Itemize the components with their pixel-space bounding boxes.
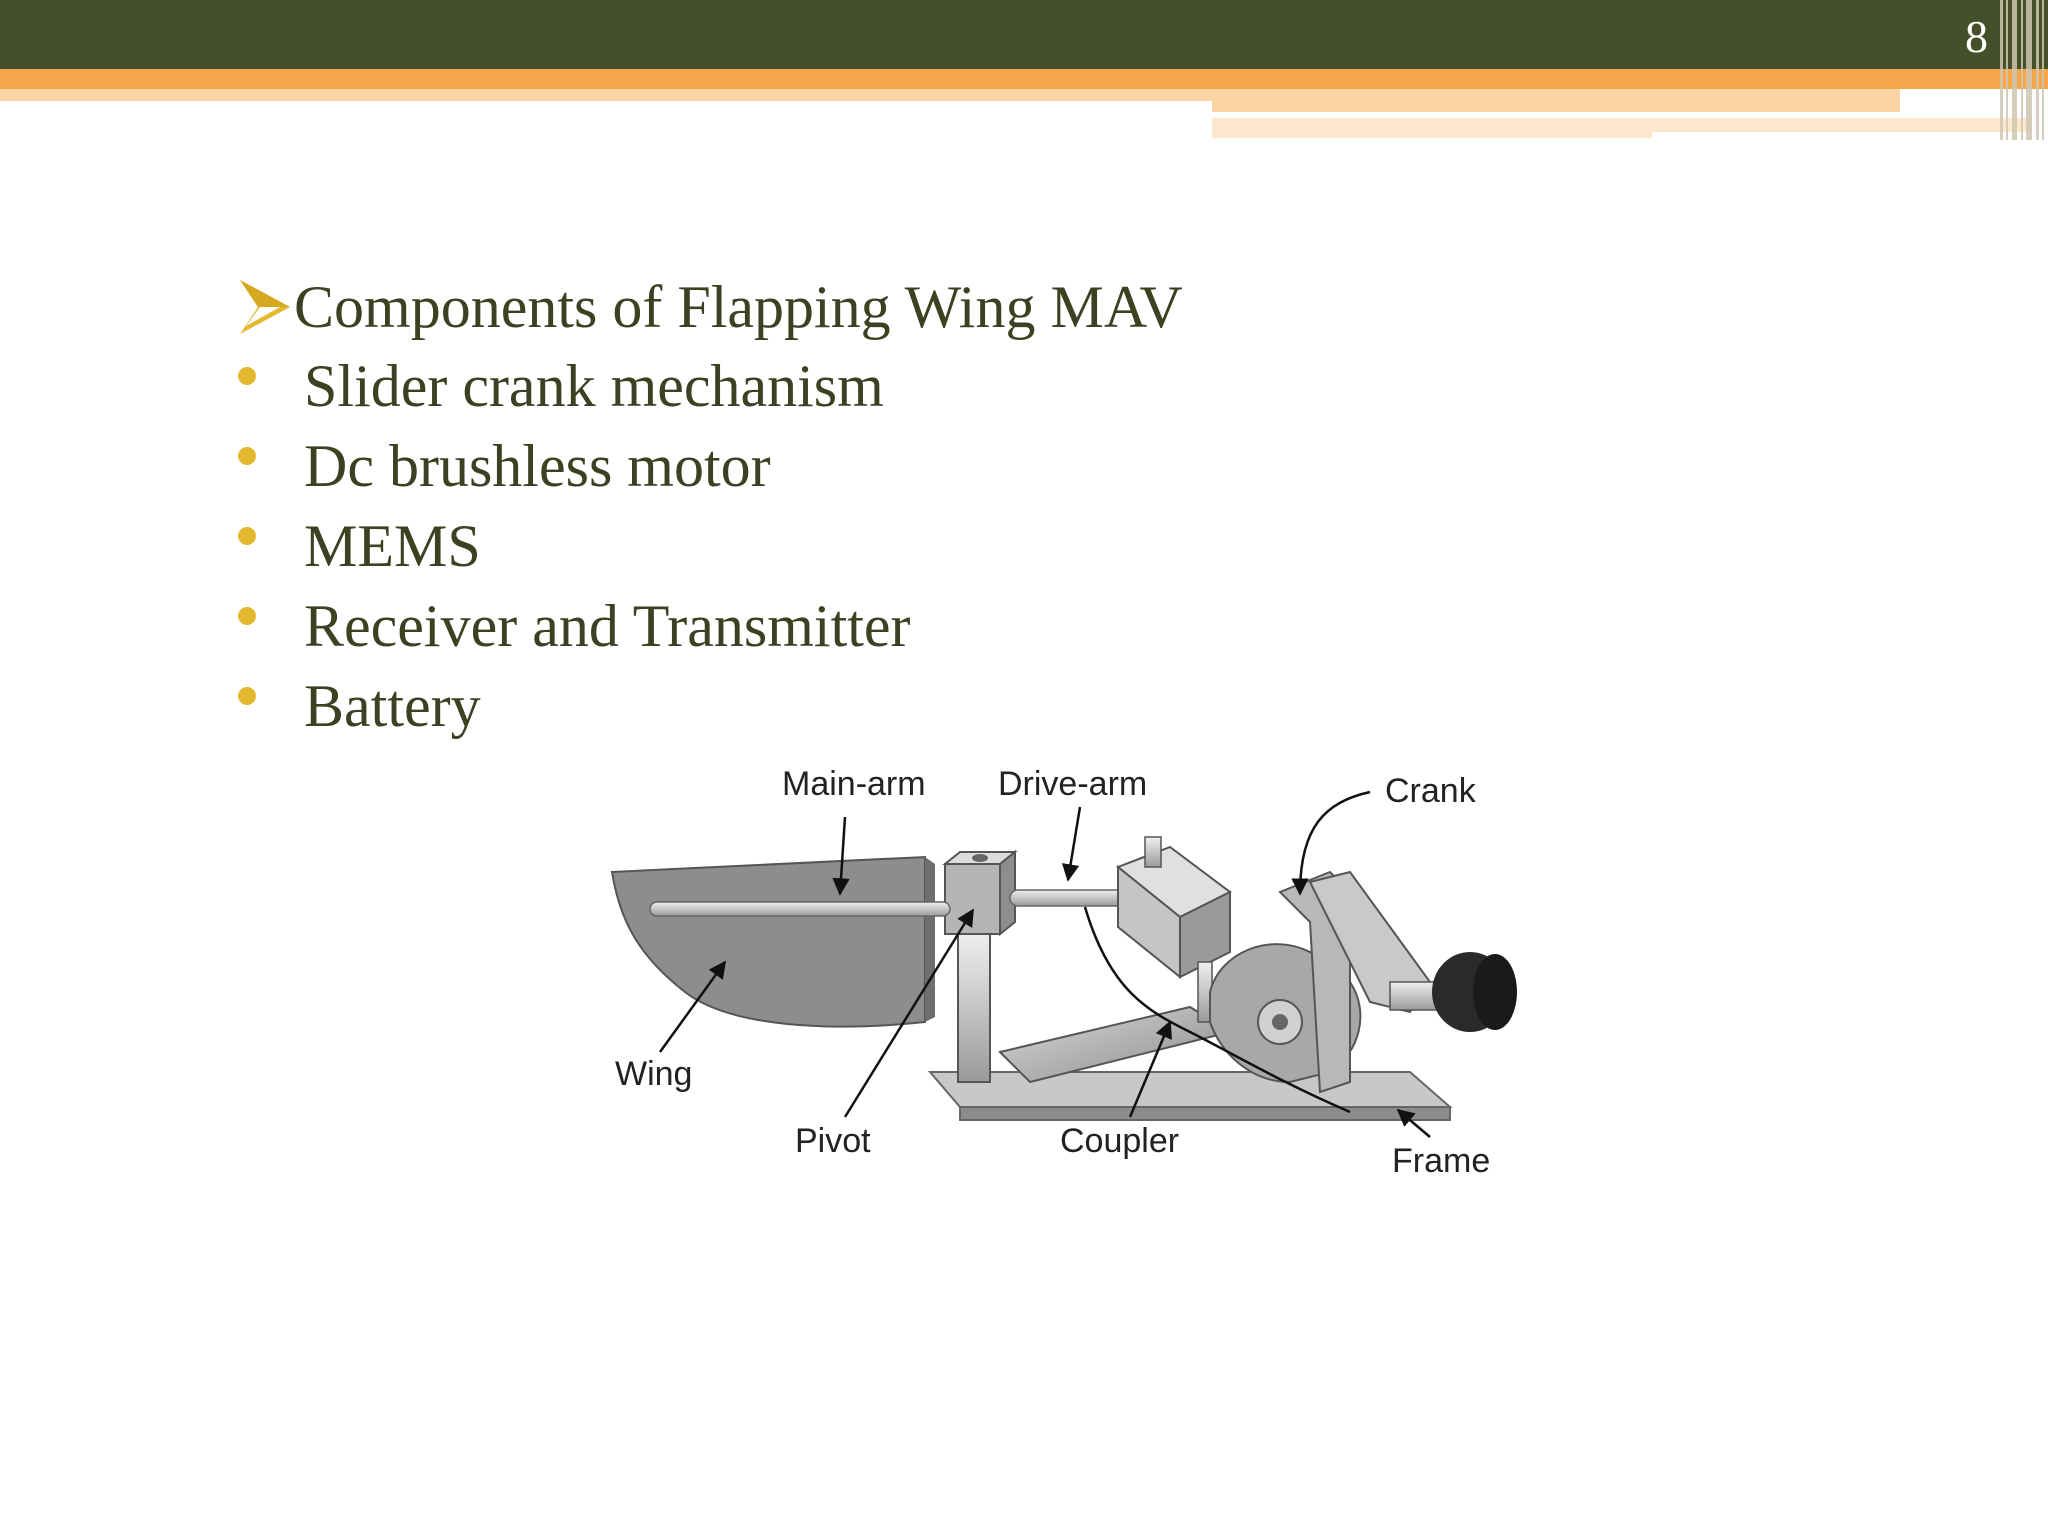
header-light-stripe — [0, 89, 1212, 101]
slider-block — [1116, 836, 1232, 1023]
label-crank: Crank — [1385, 772, 1477, 810]
wing-shape — [610, 855, 935, 1028]
header-orange-stripe — [0, 69, 2048, 89]
dot-bullet-icon — [238, 687, 256, 705]
slide-heading: Components of Flapping Wing MAV — [294, 274, 1183, 340]
list-item: Slider crank mechanism — [236, 346, 1636, 426]
mechanism-figure: Main-arm Drive-arm Crank Wing Pivot Coup… — [590, 752, 1600, 1192]
label-pivot: Pivot — [795, 1122, 871, 1160]
header-vertical-bars — [1992, 0, 2048, 140]
pivot-post — [942, 849, 1018, 1083]
list-item: Receiver and Transmitter — [236, 586, 1636, 666]
frame-base — [927, 1071, 1453, 1121]
motor — [1389, 952, 1517, 1032]
label-coupler: Coupler — [1060, 1122, 1179, 1160]
list-item-text: Receiver and Transmitter — [304, 593, 911, 659]
label-wing: Wing — [615, 1055, 692, 1093]
dot-bullet-icon — [238, 367, 256, 385]
slide-number: 8 — [1965, 11, 1988, 62]
header-band — [0, 0, 2048, 69]
coupler-bar — [998, 1005, 1233, 1084]
list-item-text: MEMS — [304, 513, 481, 579]
crank-arms — [1278, 870, 1432, 1094]
dot-bullet-icon — [238, 607, 256, 625]
list-item: Dc brushless motor — [236, 426, 1636, 506]
leader-arrows — [658, 790, 1431, 1138]
list-item-text: Dc brushless motor — [304, 433, 771, 499]
header-stripe-gap — [1212, 112, 1900, 117]
slide-content: Components of Flapping Wing MAV Slider c… — [236, 268, 1636, 746]
header-step-stripe — [1212, 89, 1900, 115]
main-arm-rod — [649, 901, 951, 917]
dot-bullet-icon — [238, 527, 256, 545]
list-item: Battery — [236, 666, 1636, 746]
list-item: MEMS — [236, 506, 1636, 586]
label-main-arm: Main-arm — [782, 765, 926, 803]
list-item-text: Slider crank mechanism — [304, 353, 884, 419]
heading-row: Components of Flapping Wing MAV — [236, 268, 1636, 346]
component-list: Slider crank mechanism Dc brushless moto… — [236, 346, 1636, 746]
arrow-bullet-icon — [240, 280, 290, 334]
dot-bullet-icon — [238, 447, 256, 465]
label-drive-arm: Drive-arm — [998, 765, 1147, 803]
list-item-text: Battery — [304, 673, 481, 739]
label-frame: Frame — [1392, 1142, 1490, 1180]
wire — [1083, 906, 1351, 1114]
flapping-mechanism-diagram: Main-arm Drive-arm Crank Wing Pivot Coup… — [610, 765, 1517, 1180]
header-stripe-gap-lower — [1652, 132, 2032, 138]
